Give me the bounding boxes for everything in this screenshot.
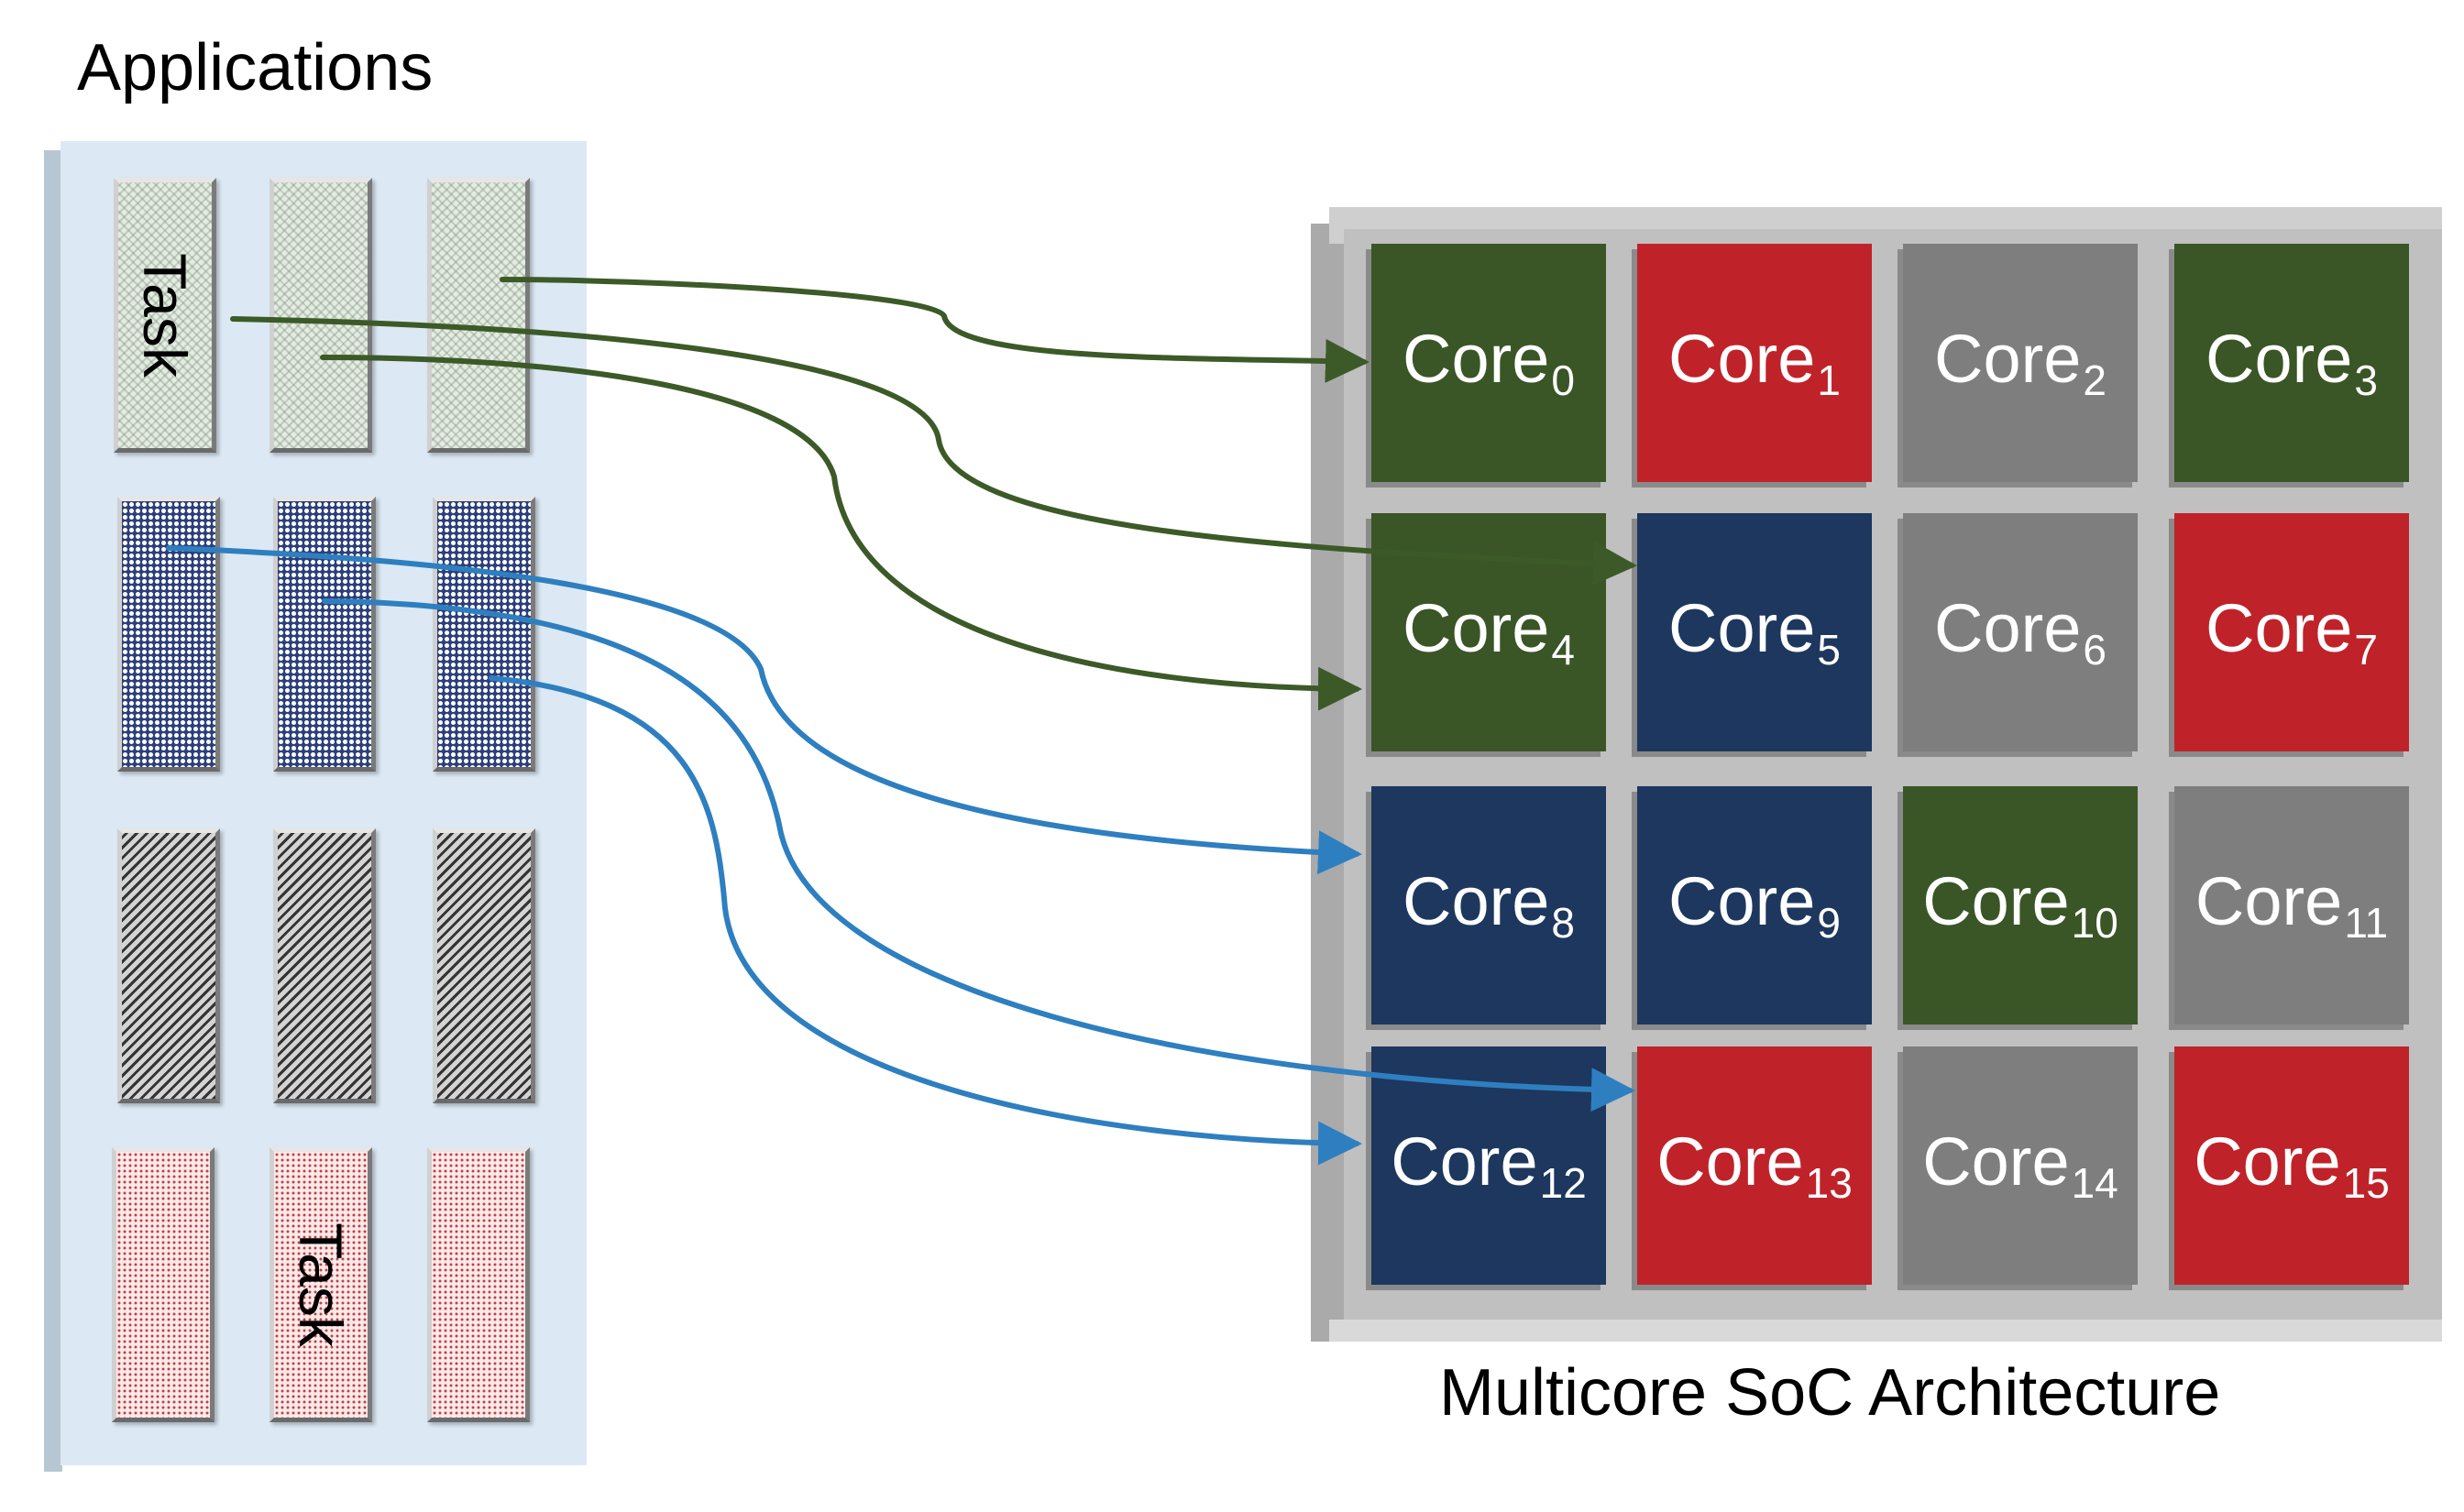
- core-7[interactable]: Core7: [2174, 513, 2409, 751]
- task-pink-3[interactable]: [427, 1147, 530, 1422]
- core-label: Core13: [1656, 1123, 1853, 1207]
- task-gray-1[interactable]: [117, 828, 220, 1103]
- core-label: Core14: [1922, 1123, 2118, 1207]
- applications-panel: Task Task: [44, 141, 587, 1472]
- core-0[interactable]: Core0: [1371, 244, 1606, 482]
- task-gray-2[interactable]: [273, 828, 376, 1103]
- core-2[interactable]: Core2: [1903, 244, 2138, 482]
- task-blue-3[interactable]: [433, 497, 535, 772]
- core-11[interactable]: Core11: [2174, 786, 2409, 1024]
- task-green-1[interactable]: Task: [114, 178, 216, 453]
- core-label: Core0: [1402, 320, 1575, 404]
- core-label: Core2: [1934, 320, 2106, 404]
- task-pink-1[interactable]: [112, 1147, 214, 1422]
- core-label: Core15: [2194, 1123, 2390, 1207]
- task-blue-1[interactable]: [117, 497, 220, 772]
- applications-title: Applications: [77, 31, 434, 104]
- arrow-task-to-core5: [230, 316, 1637, 586]
- arrow-task-to-core8: [166, 545, 1362, 875]
- core-15[interactable]: Core15: [2174, 1046, 2409, 1285]
- soc-title: Multicore SoC Architecture: [1439, 1356, 2221, 1430]
- core-9[interactable]: Core9: [1637, 786, 1872, 1024]
- core-10[interactable]: Core10: [1903, 786, 2138, 1024]
- core-14[interactable]: Core14: [1903, 1046, 2138, 1285]
- core-label: Core1: [1668, 320, 1841, 404]
- task-green-3[interactable]: [427, 178, 530, 453]
- core-5[interactable]: Core5: [1637, 513, 1872, 751]
- core-3[interactable]: Core3: [2174, 244, 2409, 482]
- task-gray-3[interactable]: [433, 828, 535, 1103]
- core-label: Core9: [1668, 862, 1841, 947]
- task-blue-2[interactable]: [273, 497, 376, 772]
- core-1[interactable]: Core1: [1637, 244, 1872, 482]
- core-label: Core4: [1402, 589, 1575, 674]
- arrow-task-to-core0: [500, 277, 1370, 383]
- task-green-2[interactable]: [270, 178, 372, 453]
- task-pink-2[interactable]: Task: [270, 1147, 372, 1422]
- core-label: Core11: [2194, 862, 2389, 947]
- arrow-task-to-core13: [322, 598, 1635, 1112]
- core-label: Core8: [1402, 862, 1575, 947]
- core-label: Core7: [2206, 589, 2378, 674]
- core-label: Core5: [1668, 589, 1841, 674]
- core-13[interactable]: Core13: [1637, 1046, 1872, 1285]
- core-6[interactable]: Core6: [1903, 513, 2138, 751]
- core-label: Core12: [1391, 1123, 1587, 1207]
- arrow-task-to-core12: [489, 675, 1362, 1166]
- core-label: Core10: [1922, 862, 2118, 947]
- arrow-task-to-core4: [320, 355, 1362, 711]
- core-label: Core6: [1934, 589, 2106, 674]
- core-label: Core3: [2206, 320, 2378, 404]
- core-8[interactable]: Core8: [1371, 786, 1606, 1024]
